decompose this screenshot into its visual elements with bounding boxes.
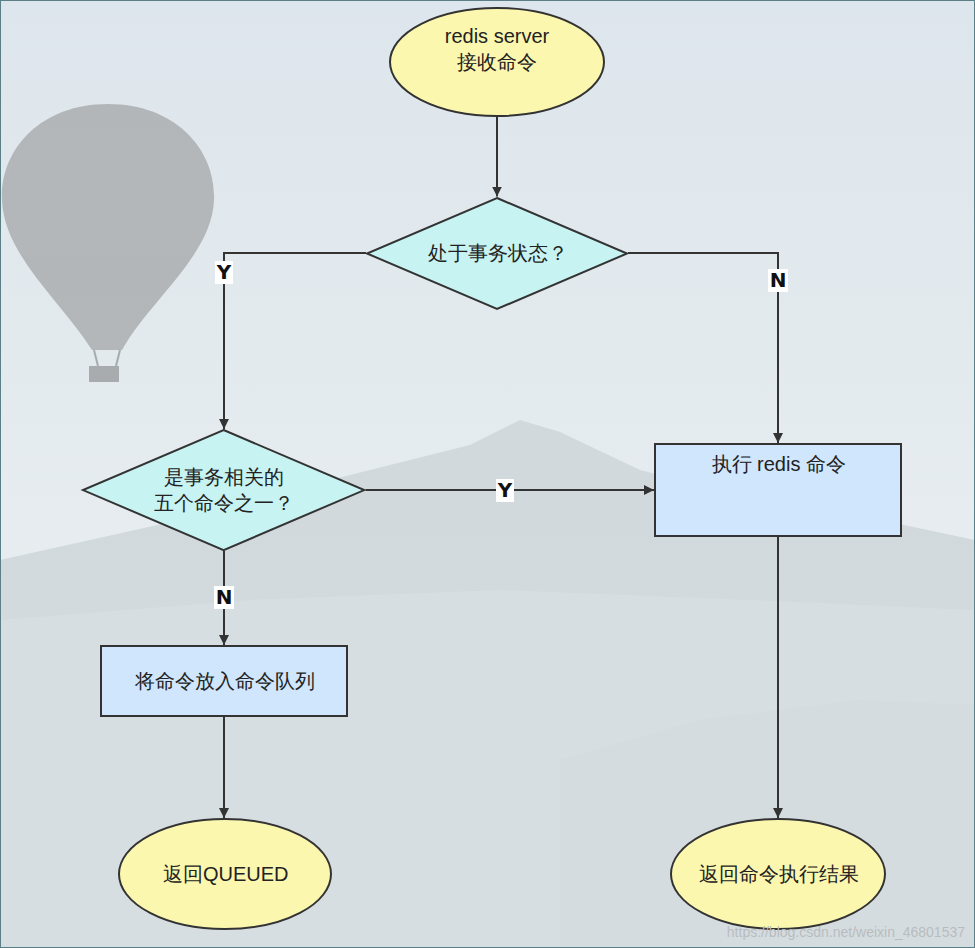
node-label: redis server 接收命令 bbox=[422, 23, 572, 75]
process-box: 将命令放入命令队列 bbox=[100, 645, 348, 717]
flow-arrow bbox=[223, 717, 225, 818]
edge-label: N bbox=[214, 586, 235, 609]
node-label: 处于事务状态？ bbox=[427, 240, 568, 266]
decision-diamond: 处于事务状态？ bbox=[366, 197, 628, 310]
balloon bbox=[2, 104, 214, 382]
edge-label: Y bbox=[215, 261, 233, 284]
shape-outline bbox=[655, 444, 901, 536]
mist-band bbox=[0, 590, 975, 948]
mountain-range bbox=[0, 420, 975, 948]
node-label: 是事务相关的 五个命令之一？ bbox=[144, 464, 304, 516]
hill bbox=[560, 700, 975, 948]
shape-outline bbox=[671, 819, 885, 929]
shape-outline bbox=[119, 819, 331, 929]
node-label: 返回命令执行结果 bbox=[698, 861, 859, 887]
decision-diamond-outline bbox=[82, 429, 365, 551]
watermark: https://blog.csdn.net/weixin_46801537 bbox=[727, 924, 965, 940]
flow-arrow bbox=[224, 253, 366, 429]
edge-label: Y bbox=[496, 479, 514, 502]
flow-arrow bbox=[777, 537, 779, 818]
shape-outline bbox=[101, 646, 347, 716]
node-label: 将命令放入命令队列 bbox=[134, 668, 315, 694]
shape-outline bbox=[83, 430, 364, 550]
start-ellipse: redis server 接收命令 bbox=[389, 7, 605, 117]
node-label: 返回QUEUED bbox=[162, 861, 289, 887]
process-box: 执行 redis 命令 bbox=[654, 443, 902, 537]
shape-outline bbox=[367, 198, 627, 309]
decision-diamond: 是事务相关的 五个命令之一？ bbox=[82, 429, 365, 551]
end-ellipse: 返回QUEUED bbox=[118, 818, 332, 930]
edge-label: N bbox=[768, 269, 789, 292]
node-label: 执行 redis 命令 bbox=[711, 451, 847, 477]
end-ellipse: 返回命令执行结果 bbox=[670, 818, 886, 930]
flow-arrow bbox=[628, 253, 778, 443]
flow-arrow bbox=[496, 117, 498, 197]
shape-outline bbox=[390, 8, 604, 116]
